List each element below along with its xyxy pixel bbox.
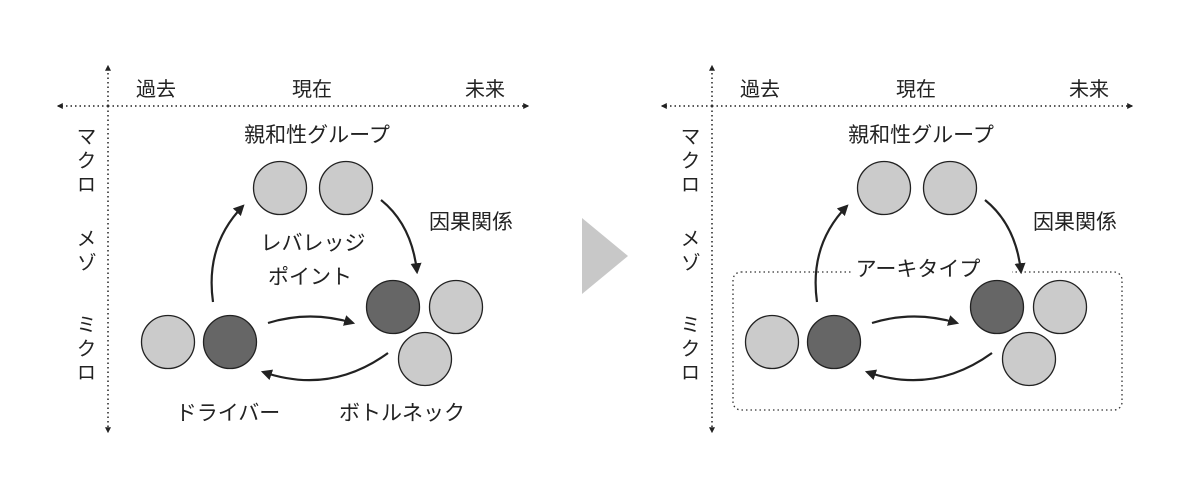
affinity-node (922, 160, 978, 216)
scale-label-macro: マクロ (73, 126, 97, 198)
arrow-affinity-to-bottleneck (984, 199, 1026, 275)
archetype-box (732, 271, 1123, 411)
scale-label-micro: ミクロ (677, 314, 701, 386)
time-label-present: 現在 (896, 77, 936, 101)
scale-label-micro: ミクロ (73, 314, 97, 386)
bottleneck-node (428, 279, 484, 335)
bottleneck-node (397, 331, 453, 387)
bottleneck-node (365, 279, 421, 335)
scale-label-macro: マクロ (677, 126, 701, 198)
time-label-past: 過去 (740, 77, 780, 101)
arrow-driver-to-affinity (814, 204, 849, 303)
scale-label-meso: メゾ (677, 228, 701, 276)
arrow-bottleneck-to-driver (260, 352, 389, 382)
bottleneck-node (969, 279, 1025, 335)
transition-arrow-icon (582, 218, 628, 294)
causality-label: 因果関係 (429, 210, 513, 234)
arrow-driver-to-bottleneck (267, 315, 356, 326)
time-label-past: 過去 (136, 77, 176, 101)
affinity-node (856, 160, 912, 216)
scale-label-meso: メゾ (73, 228, 97, 276)
arrow-driver-to-affinity (210, 204, 245, 303)
driver-label: ドライバー (176, 401, 281, 425)
time-label-future: 未来 (465, 77, 505, 101)
bottleneck-label: ボトルネック (339, 401, 465, 425)
time-label-present: 現在 (292, 77, 332, 101)
causality-label: 因果関係 (1033, 210, 1117, 234)
leverage-point-label: レバレッジ (261, 231, 366, 255)
driver-node (202, 314, 258, 370)
affinity-node (318, 160, 374, 216)
bottleneck-node (1001, 331, 1057, 387)
arrow-affinity-to-bottleneck (380, 199, 422, 275)
leverage-point-label: ポイント (268, 265, 352, 289)
affinity-group-label: 親和性グループ (244, 123, 390, 147)
archetype-label: アーキタイプ (856, 257, 981, 281)
driver-node (140, 314, 196, 370)
driver-node (744, 314, 800, 370)
affinity-group-label: 親和性グループ (848, 123, 994, 147)
arrow-bottleneck-to-driver (864, 352, 993, 382)
bottleneck-node (1032, 279, 1088, 335)
time-label-future: 未来 (1069, 77, 1109, 101)
arrow-driver-to-bottleneck (871, 315, 960, 326)
driver-node (806, 314, 862, 370)
affinity-node (252, 160, 308, 216)
